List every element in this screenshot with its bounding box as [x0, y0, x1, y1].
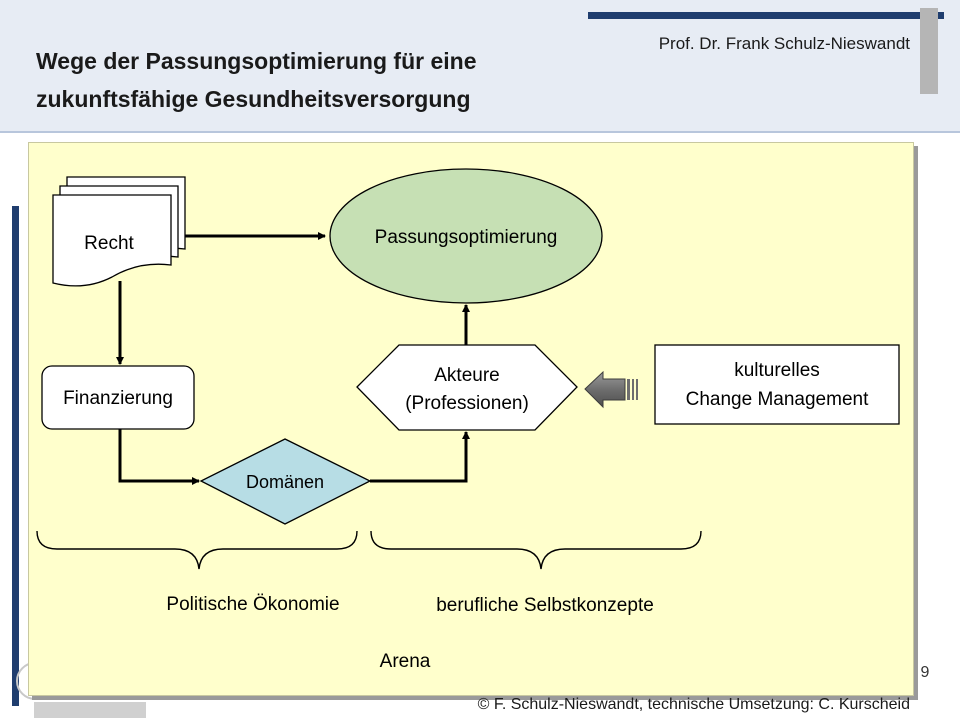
page-number: 9 [920, 664, 930, 681]
decorative-bar-left [12, 206, 19, 706]
akteure-label-line1: Akteure [434, 365, 499, 386]
finanzierung-label: Finanzierung [63, 388, 173, 409]
author-name: Prof. Dr. Frank Schulz-Nieswandt [658, 34, 910, 53]
recht-label: Recht [84, 233, 134, 254]
block-arrow-left-icon [584, 370, 638, 409]
passungsoptimierung-ellipse: Passungsoptimierung [329, 168, 603, 304]
decorative-bar-bottom [34, 702, 146, 718]
flow-diagram: Recht Passungsoptimierung Finanzierung A… [36, 168, 900, 672]
brace-left [36, 530, 358, 570]
slide-title: Wege der Passungsoptimierung für eine zu… [36, 48, 477, 112]
change-label-line2: Change Management [686, 389, 869, 410]
change-management-box: kulturelles Change Management [654, 344, 900, 425]
arrow-finanzierung-to-domaenen [118, 429, 200, 485]
domaenen-label: Domänen [246, 472, 324, 492]
header-band [0, 0, 960, 132]
brace-right [370, 530, 702, 570]
akteure-hexagon: Akteure (Professionen) [356, 344, 578, 431]
arena-label: Arena [380, 651, 431, 672]
brace-left-label: Politische Ökonomie [166, 594, 339, 615]
arrow-domaenen-to-akteure [370, 431, 470, 483]
finanzierung-box: Finanzierung [41, 365, 195, 430]
decorative-bar-vertical [920, 8, 938, 94]
header-divider [0, 131, 960, 133]
recht-document-stack: Recht [52, 176, 186, 287]
diagram-canvas: Recht Passungsoptimierung Finanzierung A… [28, 142, 914, 696]
domaenen-diamond: Domänen [199, 438, 372, 525]
decorative-bar-horizontal [588, 12, 944, 19]
footer-copyright: © F. Schulz-Nieswandt, technische Umsetz… [477, 696, 910, 713]
akteure-label-line2: (Professionen) [405, 393, 529, 414]
change-label-line1: kulturelles [734, 360, 820, 381]
brace-right-label: berufliche Selbstkonzepte [436, 595, 654, 616]
passungsoptimierung-label: Passungsoptimierung [375, 227, 558, 248]
